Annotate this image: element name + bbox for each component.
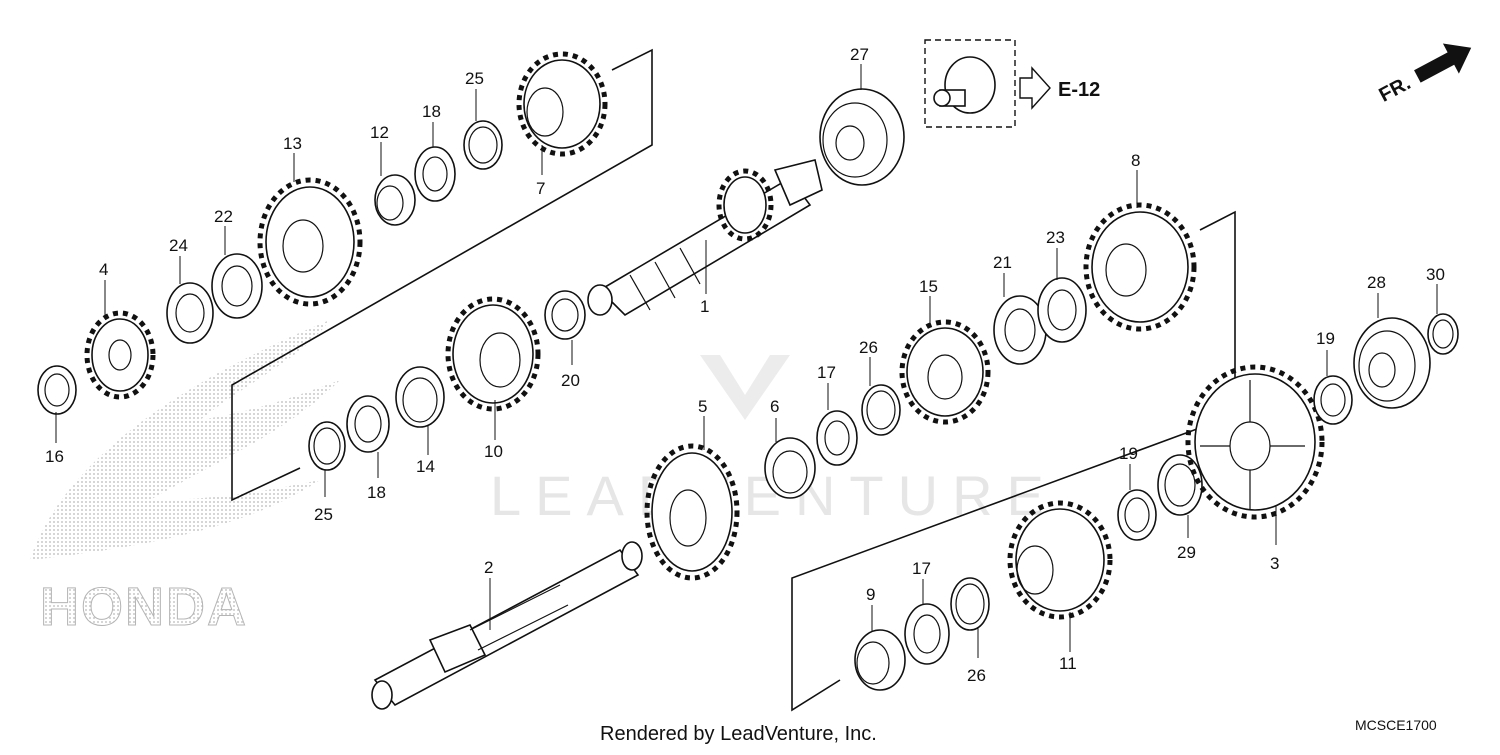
part-28-ball-bearing [1353,317,1431,409]
callout-27: 27 [850,45,869,64]
callout-1: 1 [700,297,709,316]
part-6-bushing [764,437,816,499]
reference-label: E-12 [1058,79,1100,101]
callout-23: 23 [1046,228,1065,247]
callout-19-upper: 19 [1316,329,1335,348]
watermark-logo [700,355,790,420]
callout-18-upper: 18 [422,102,441,121]
callout-9: 9 [866,585,875,604]
callout-20: 20 [561,371,580,390]
part-17-washer-upper [816,410,858,466]
callout-2: 2 [484,558,493,577]
callout-8: 8 [1131,151,1140,170]
callout-22: 22 [214,207,233,226]
callout-11: 11 [1059,654,1077,673]
part-26-circlip-upper [861,384,901,436]
callout-4: 4 [99,260,108,279]
part-19-washer-upper [1313,375,1353,425]
part-4-gear [84,310,156,400]
callout-14: 14 [416,457,435,476]
part-14-bushing [395,366,445,428]
callout-30: 30 [1426,265,1445,284]
part-25-circlip-top [463,120,503,170]
part-29-needle-bearing [1157,454,1203,516]
part-12-needle-bearing [374,174,416,226]
callout-26-lower: 26 [967,666,986,685]
part-10-gear [445,296,541,412]
part-24-washer [166,282,214,344]
part-22-washer [211,253,263,319]
part-13-gear [257,177,363,307]
part-26-circlip-lower [950,577,990,631]
callout-5: 5 [698,397,707,416]
callout-25-upper: 25 [465,69,484,88]
callout-15: 15 [919,277,938,296]
callout-16: 16 [45,447,64,466]
part-18-washer-top [414,146,456,202]
part-7-gear [516,51,608,157]
subassembly-frames [231,48,1236,712]
part-30-circlip [1427,313,1459,355]
callout-29: 29 [1177,543,1196,562]
direction-arrow-icon [1414,43,1472,83]
part-27-ball-bearing [819,88,905,186]
callout-12: 12 [370,123,389,142]
callout-25-lower: 25 [314,505,333,524]
callout-10: 10 [484,442,503,461]
part-16-washer [37,365,77,415]
callout-24: 24 [169,236,188,255]
part-5-gear [644,443,740,581]
part-8-gear [1083,202,1197,332]
part-11-gear [1007,500,1113,620]
callout-7: 7 [536,179,545,198]
honda-wordmark: HONDA [40,577,248,637]
direction-label: FR. [1376,72,1415,107]
part-2-countershaft [371,541,643,710]
callout-3: 3 [1270,554,1279,573]
callout-6: 6 [770,397,779,416]
part-17-washer-lower [904,603,950,665]
part-18-washer-bottom [346,395,390,453]
reference-box: E-12 [924,39,1100,128]
part-3-gear [1185,364,1325,520]
callouts: 1 2 3 4 5 6 7 8 9 10 11 12 13 14 15 16 1 [45,45,1445,685]
part-23-washer [1037,277,1087,343]
callout-26-upper: 26 [859,338,878,357]
callout-19-lower: 19 [1119,444,1138,463]
reference-arrow-icon [1019,66,1051,110]
callout-17-upper: 17 [817,363,836,382]
part-19-washer-lower [1117,489,1157,541]
diagram-code: MCSCE1700 [1355,717,1437,733]
part-20-washer [544,290,586,340]
honda-logo: HONDA [30,320,340,638]
callout-17-lower: 17 [912,559,931,578]
part-1-mainshaft [587,159,823,317]
callout-21: 21 [993,253,1012,272]
callout-28: 28 [1367,273,1386,292]
part-9-needle-bearing [854,629,906,691]
part-15-gear [899,319,991,425]
callout-13: 13 [283,134,302,153]
footer-credit: Rendered by LeadVenture, Inc. [600,723,877,745]
part-25-circlip-bottom [308,421,346,471]
callout-18-lower: 18 [367,483,386,502]
direction-indicator: FR. [1376,43,1472,107]
